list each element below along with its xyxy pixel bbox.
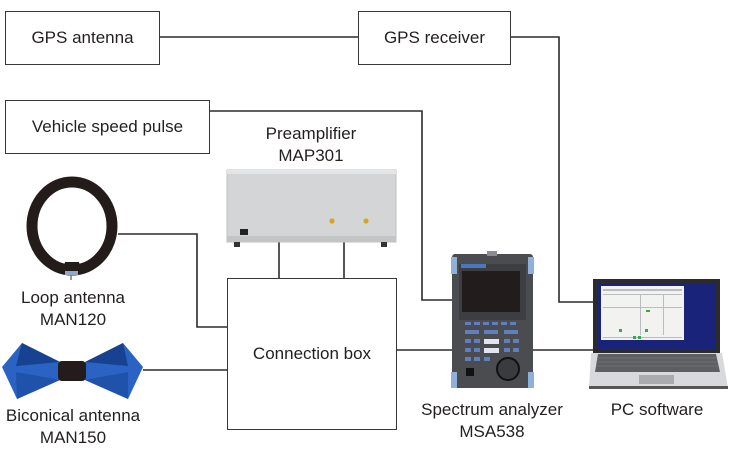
spectrum-analyzer-device — [451, 251, 534, 388]
spectrum-analyzer-caption: Spectrum analyzer MSA538 — [412, 399, 572, 443]
spectrum-analyzer-model: MSA538 — [459, 422, 525, 441]
biconical-antenna-device — [2, 343, 143, 399]
gps-antenna-label: GPS antenna — [31, 28, 134, 47]
biconical-antenna-model: MAN150 — [39, 428, 107, 447]
gps-receiver-box: GPS receiver — [358, 11, 511, 65]
line-loop-connection — [118, 233, 228, 328]
pc-software-caption: PC software — [597, 399, 717, 421]
gps-receiver-label: GPS receiver — [383, 28, 486, 47]
line-vehicle-speed-analyzer — [210, 110, 452, 301]
pc-software-name: PC software — [610, 400, 704, 419]
laptop-device — [589, 279, 728, 389]
loop-antenna-caption: Loop antenna MAN120 — [0, 287, 146, 331]
preamplifier-name: Preamplifier — [265, 124, 357, 143]
gps-antenna-box: GPS antenna — [5, 11, 160, 65]
preamp-connector-2 — [363, 218, 369, 224]
preamplifier-device — [226, 169, 397, 247]
biconical-antenna-caption: Biconical antenna MAN150 — [0, 405, 146, 449]
vehicle-speed-pulse-box: Vehicle speed pulse — [5, 100, 210, 154]
analyzer-screen — [462, 271, 520, 312]
preamplifier-caption: Preamplifier MAP301 — [226, 123, 396, 167]
loop-antenna-model: MAN120 — [39, 310, 107, 329]
analyzer-knob — [496, 357, 520, 381]
connection-box-label: Connection box — [252, 344, 372, 363]
preamp-connector-1 — [329, 218, 335, 224]
spectrum-analyzer-name: Spectrum analyzer — [421, 400, 563, 419]
preamplifier-model: MAP301 — [278, 146, 344, 165]
loop-antenna-device — [26, 176, 118, 280]
line-gps-receiver-pc — [511, 36, 596, 303]
biconical-antenna-name: Biconical antenna — [5, 406, 141, 425]
loop-antenna-name: Loop antenna — [21, 288, 125, 307]
vehicle-speed-pulse-label: Vehicle speed pulse — [31, 117, 184, 136]
connection-box: Connection box — [227, 278, 397, 430]
